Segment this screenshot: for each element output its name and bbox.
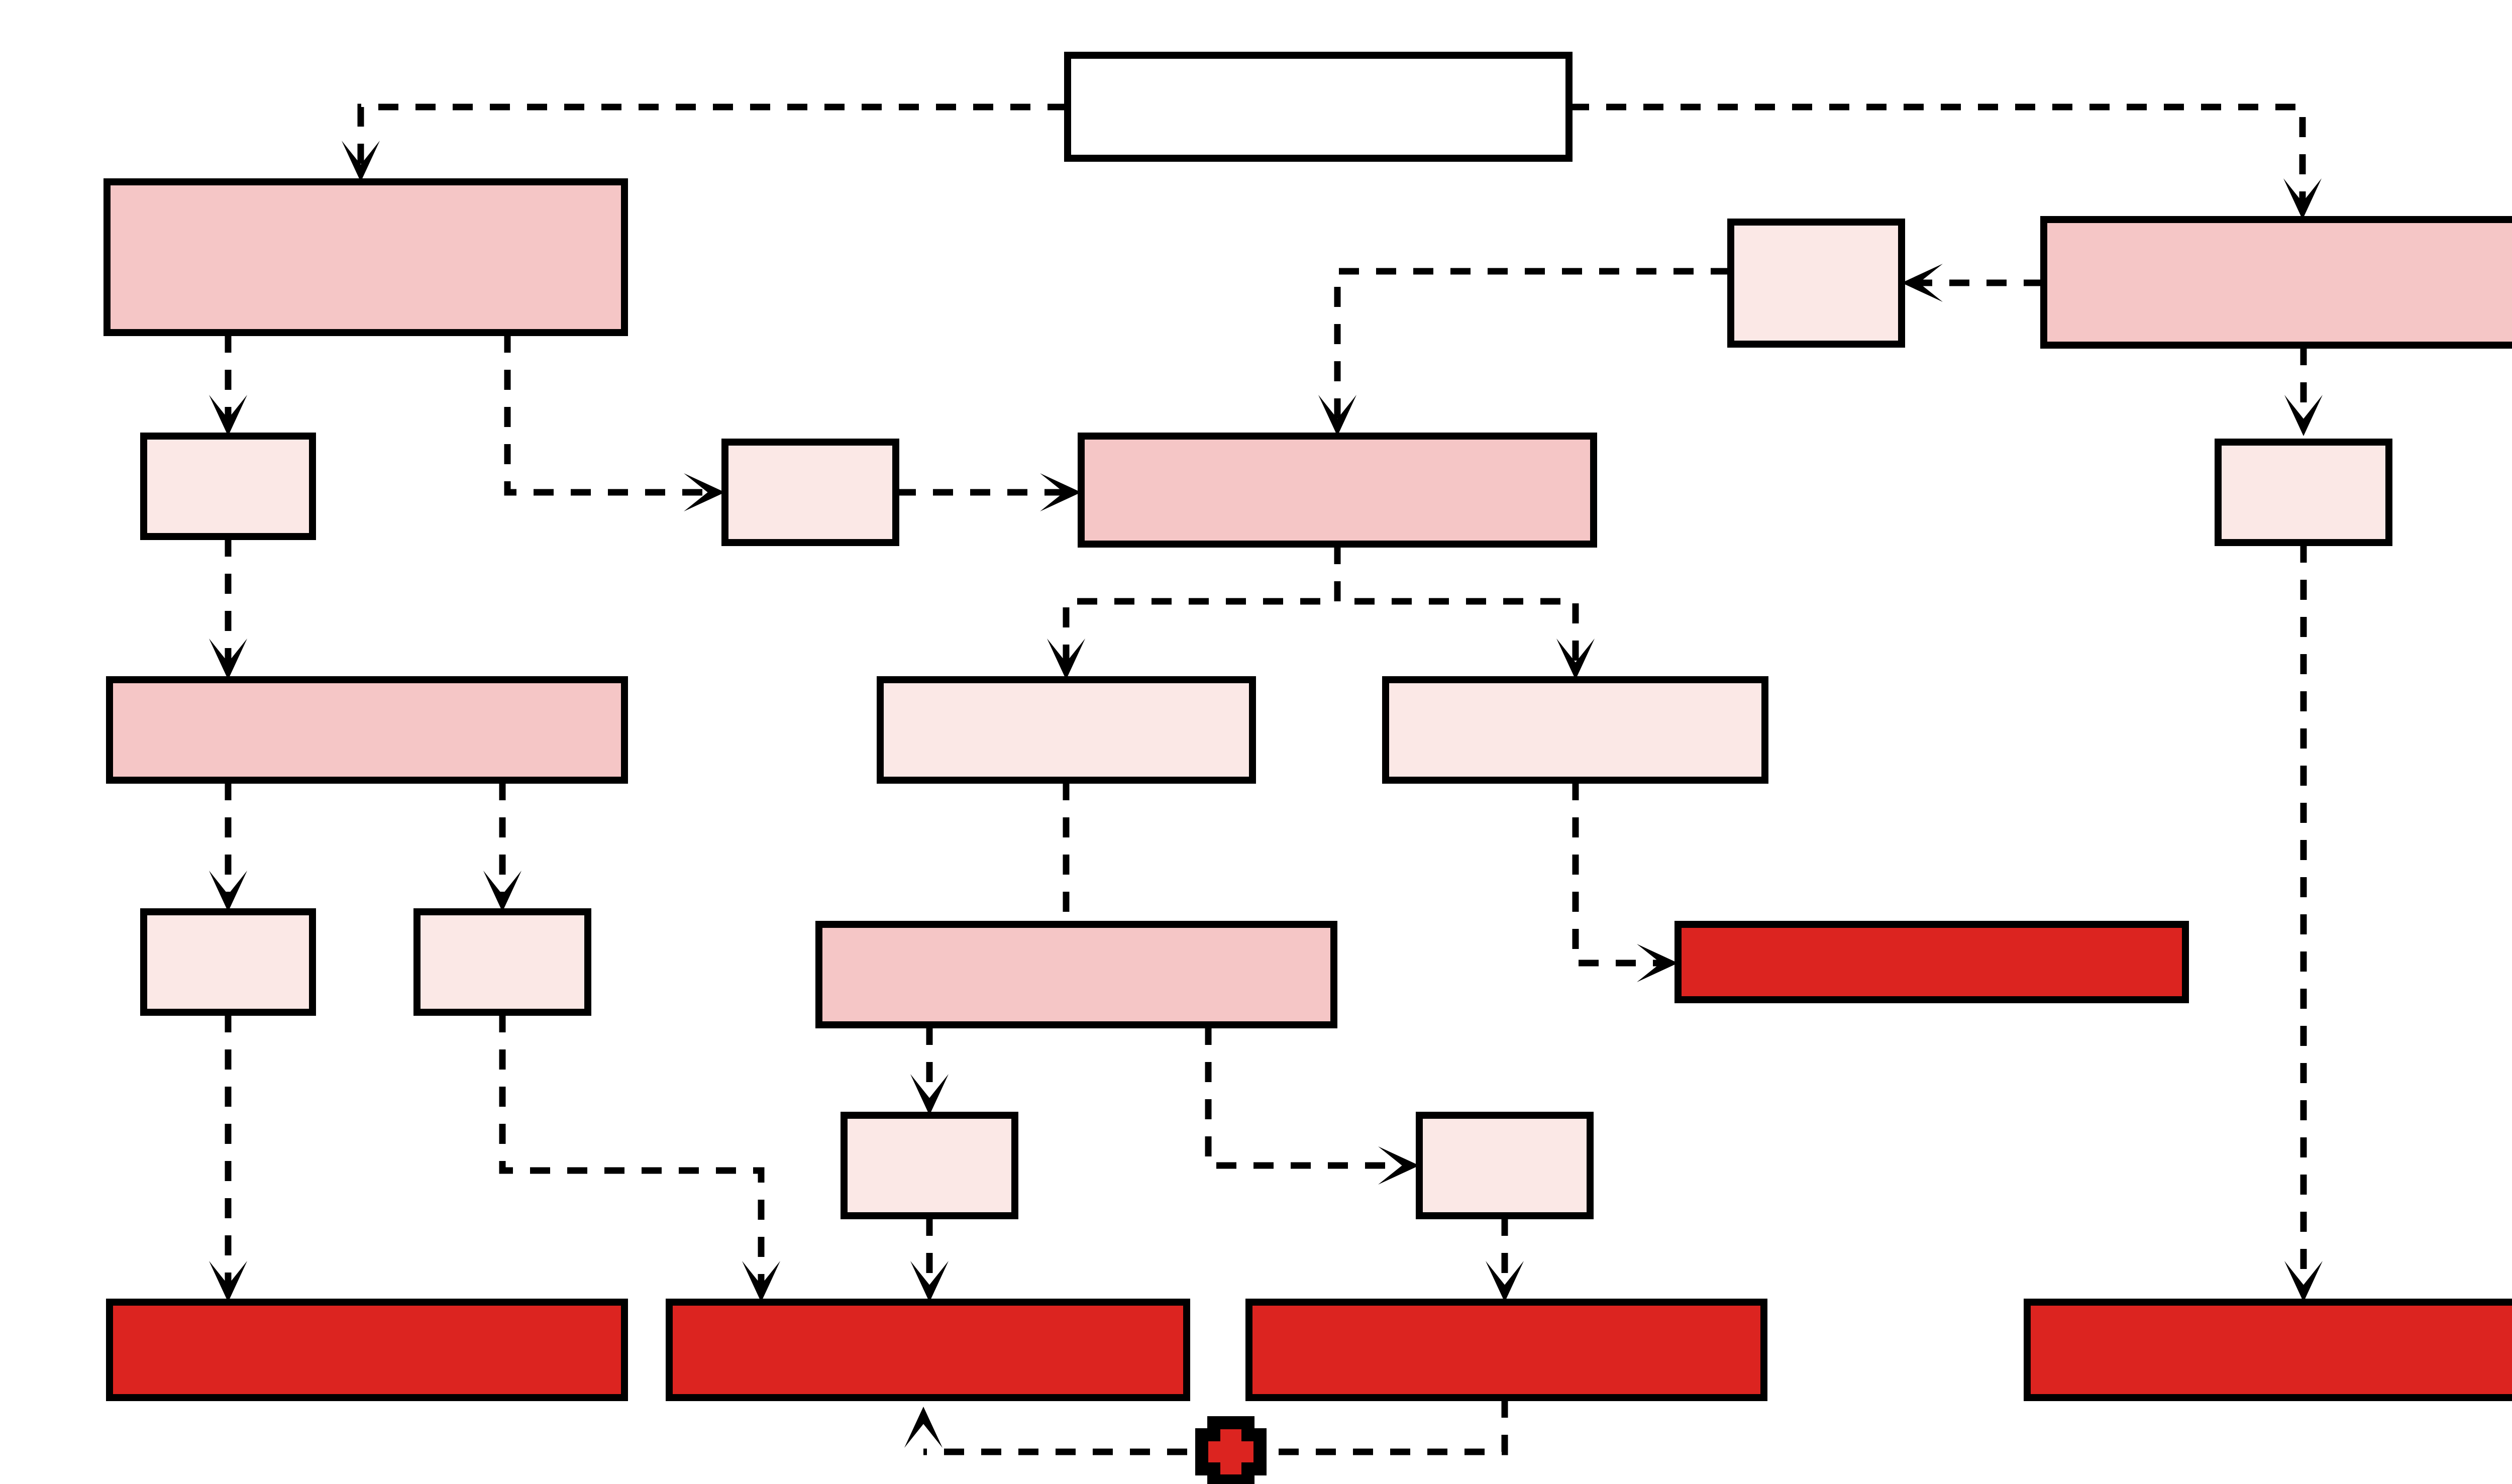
node-layer [103, 52, 2512, 1401]
arrowhead-up-icon [904, 1407, 943, 1448]
arrowhead-down-icon [483, 871, 521, 912]
node-box-medium[interactable] [815, 921, 1337, 1028]
edge-m1-to-m3 [1334, 544, 1579, 669]
node-box-root[interactable] [1064, 52, 1573, 162]
edge-a1-to-m0 [504, 333, 714, 496]
node-root[interactable] [1064, 52, 1573, 162]
arrowhead-down-icon [209, 871, 247, 912]
node-box-medium[interactable] [1078, 433, 1597, 548]
node-box-terminal[interactable] [666, 1299, 1190, 1401]
node-box-light[interactable] [1382, 676, 1768, 784]
node-m3[interactable] [1382, 676, 1768, 784]
node-t_rt[interactable] [1674, 921, 2189, 1003]
node-m5[interactable] [841, 1112, 1018, 1219]
arrowhead-down-icon [342, 141, 380, 182]
node-m1[interactable] [1078, 433, 1597, 548]
arrowhead-down-icon [1486, 1261, 1524, 1302]
node-r2[interactable] [2215, 439, 2392, 546]
arrowhead-down-icon [742, 1261, 780, 1302]
edge-m4-to-m6 [1205, 1025, 1408, 1169]
arrowhead-right-icon [1637, 944, 1678, 982]
arrowhead-down-icon [209, 395, 247, 436]
arrowhead-down-icon [2283, 178, 2322, 220]
node-box-light[interactable] [841, 1112, 1018, 1219]
node-box-medium[interactable] [103, 178, 628, 336]
arrowhead-down-icon [1318, 395, 1356, 436]
node-box-terminal[interactable] [1674, 921, 2189, 1003]
node-box-terminal[interactable] [2024, 1299, 2512, 1401]
edge-root-to-a1 [357, 103, 1068, 171]
node-m2[interactable] [877, 676, 1256, 784]
node-t2[interactable] [666, 1299, 1190, 1401]
node-box-light[interactable] [2215, 439, 2392, 546]
node-box-light[interactable] [1416, 1112, 1594, 1219]
arrowhead-down-icon [209, 1261, 247, 1302]
arrowhead-right-icon [684, 473, 725, 511]
edge-layer [209, 103, 2323, 1455]
node-box-medium[interactable] [2040, 216, 2512, 349]
node-box-light[interactable] [140, 908, 316, 1016]
node-a1[interactable] [103, 178, 628, 336]
node-a5[interactable] [413, 908, 591, 1016]
arrowhead-right-icon [1040, 473, 1081, 511]
node-m0[interactable] [721, 439, 899, 546]
edge-t3-to-t2 [923, 1398, 1508, 1455]
node-box-light[interactable] [877, 676, 1256, 784]
arrowhead-down-icon [1556, 639, 1595, 680]
node-a3[interactable] [106, 676, 628, 784]
node-box-medium[interactable] [106, 676, 628, 784]
arrowhead-down-icon [209, 639, 247, 680]
edge-m1-to-m2 [1063, 544, 1341, 669]
arrowhead-down-icon [910, 1074, 949, 1115]
marker-layer [1195, 1416, 1267, 1484]
node-rsmall[interactable] [1727, 219, 1905, 348]
node-t3[interactable] [1245, 1299, 1767, 1401]
edge-a5-to-t2 [499, 1012, 765, 1291]
arrowhead-down-icon [2284, 1261, 2323, 1302]
arrowhead-right-icon [1378, 1146, 1419, 1185]
node-box-terminal[interactable] [1245, 1299, 1767, 1401]
arrowhead-left-icon [1902, 264, 1943, 302]
arrowhead-down-icon [1047, 639, 1085, 680]
edge-root-to-r1 [1569, 103, 2306, 208]
node-box-light[interactable] [1727, 219, 1905, 348]
plus-sign-icon [1195, 1416, 1267, 1484]
node-a2[interactable] [140, 433, 316, 540]
arrowhead-down-icon [2284, 395, 2323, 436]
node-box-light[interactable] [413, 908, 591, 1016]
node-box-light[interactable] [140, 433, 316, 540]
node-a4[interactable] [140, 908, 316, 1016]
node-box-terminal[interactable] [106, 1299, 628, 1401]
node-t4[interactable] [2024, 1299, 2512, 1401]
arrowhead-down-icon [910, 1261, 949, 1302]
edge-m3-to-t_rt [1572, 780, 1667, 967]
edge-rsmall-to-m1 [1334, 268, 1731, 425]
node-box-light[interactable] [721, 439, 899, 546]
node-m4[interactable] [815, 921, 1337, 1028]
node-t1[interactable] [106, 1299, 628, 1401]
node-r1[interactable] [2040, 216, 2512, 349]
node-m6[interactable] [1416, 1112, 1594, 1219]
